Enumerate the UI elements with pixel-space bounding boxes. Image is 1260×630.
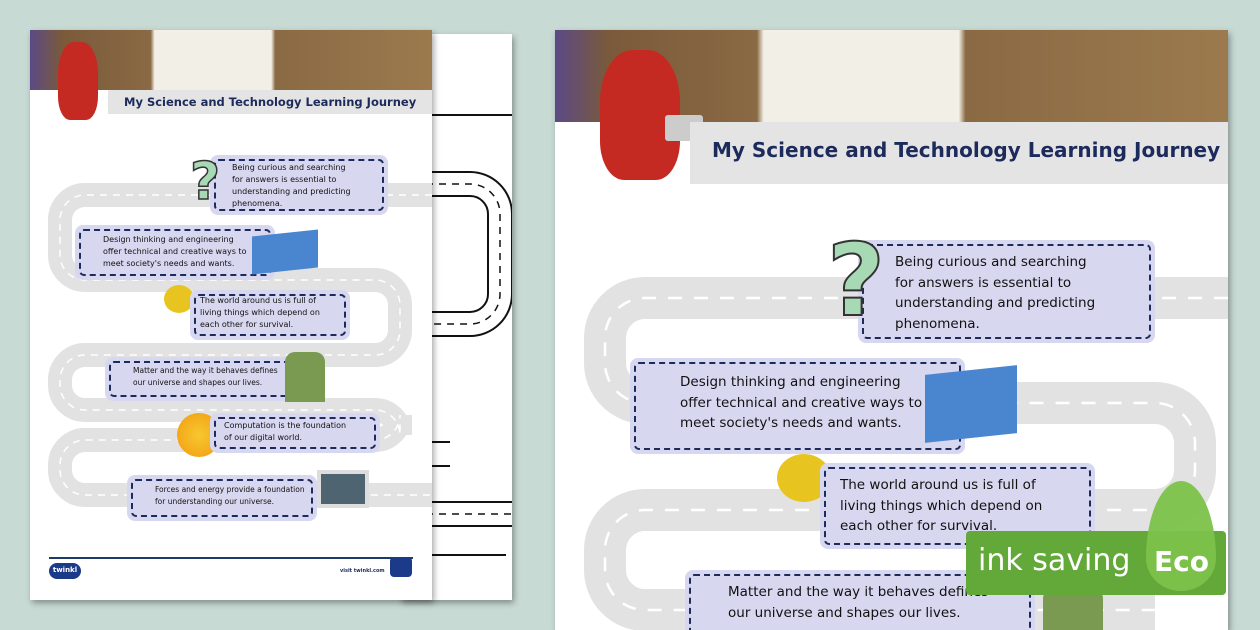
computer-icon [317,470,369,508]
question-mark-icon-large: ? [826,222,886,339]
eco-label: Eco [1154,545,1209,578]
blueprint-icon [252,229,318,275]
preview-page-small: My Science and Technology Learning Journ… [30,30,432,600]
card-matter: Matter and the way it behaves defines ou… [105,357,295,401]
card-curiosity-large: Being curious and searching for answers … [858,240,1155,343]
question-mark-icon: ? [189,151,221,213]
dragon-icon [58,42,98,120]
visit-link[interactable]: visit twinkl.com [340,568,385,574]
page-title-large: My Science and Technology Learning Journ… [690,122,1228,184]
preview-page-large: My Science and Technology Learning Journ… [555,30,1228,630]
flowers-icon [164,285,194,313]
ink-saving-eco-badge: ink saving Eco [966,481,1226,595]
card-computation: Computation is the foundation of our dig… [210,413,380,453]
card-forces: Forces and energy provide a foundation f… [127,475,317,521]
child-with-globe-icon [285,352,325,402]
card-design-large: Design thinking and engineering offer te… [630,358,965,454]
footer-line [49,557,413,559]
card-design: Design thinking and engineering offer te… [75,225,275,280]
quality-badge-icon [390,557,412,577]
back-page-title-rule [400,114,512,116]
ink-saving-label: ink saving [978,543,1131,578]
road [48,183,432,507]
card-living-things: The world around us is full of living th… [190,290,350,340]
card-curiosity: Being curious and searching for answers … [210,155,388,215]
blueprint-icon-large [925,365,1017,443]
road-large [584,277,1228,630]
twinkl-logo: twinkl [49,563,81,579]
page-title: My Science and Technology Learning Journ… [108,90,432,114]
back-footer-line [400,554,506,556]
